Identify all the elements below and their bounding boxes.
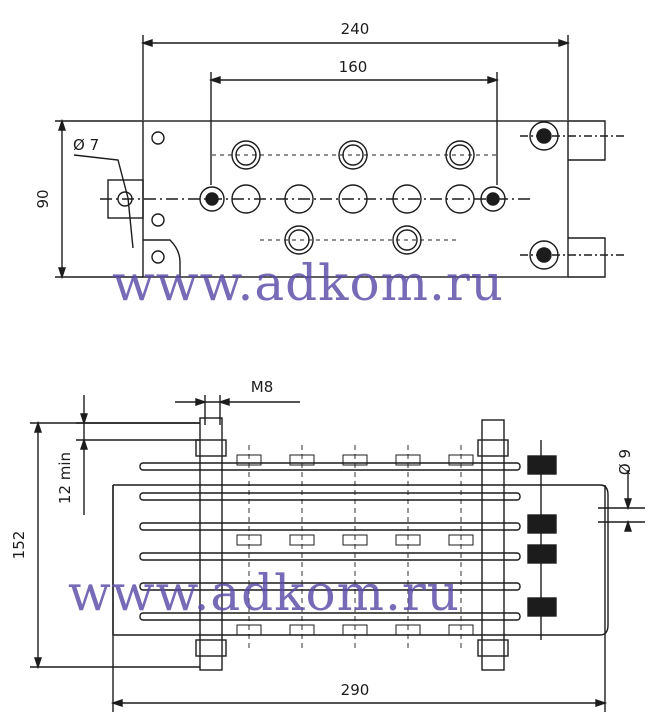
- mount-hole-small-1: [151, 131, 165, 145]
- rod: [139, 522, 521, 531]
- resistor-hole: [284, 184, 314, 214]
- terminal-nut: [527, 455, 557, 475]
- watermark-top: www.adkom.ru: [112, 254, 504, 312]
- dim-d7-leader: [73, 154, 134, 249]
- mount-hole-small-2: [151, 213, 165, 227]
- nut-left-bottom: [195, 639, 227, 657]
- rod: [139, 612, 521, 621]
- top-view: 240 160 90 Ø 7: [34, 20, 625, 280]
- dim-240-label: 240: [341, 20, 370, 38]
- rod: [139, 582, 521, 591]
- resistor-hole: [392, 184, 422, 214]
- watermark-bottom: www.adkom.ru: [68, 564, 460, 622]
- rod: [139, 492, 521, 501]
- terminal-nut: [527, 597, 557, 617]
- resistor-hole: [231, 184, 261, 214]
- side-view: 152 12 min M8 290 Ø 9: [10, 378, 645, 712]
- right-terminal-tab-bottom: [568, 237, 606, 278]
- resistor-hole: [338, 184, 368, 214]
- terminal-stud-left: [199, 186, 225, 212]
- nut-right-bottom: [477, 639, 509, 657]
- resistor-hole: [445, 184, 475, 214]
- dim-90-label: 90: [34, 189, 52, 208]
- dim-12min-label: 12 min: [56, 452, 74, 504]
- rod: [139, 552, 521, 561]
- nut-right-top: [477, 439, 509, 457]
- mount-hole-ear: [117, 191, 133, 207]
- corner-notch: [143, 239, 181, 277]
- dim-d9-label: Ø 9: [616, 449, 634, 475]
- mount-hole-small-3: [151, 250, 165, 264]
- nut-left-top: [195, 439, 227, 457]
- terminal-nut: [527, 544, 557, 564]
- dim-290-label: 290: [341, 681, 370, 699]
- terminal-stud-right: [480, 186, 506, 212]
- dim-m8-label: M8: [251, 378, 274, 396]
- stud-left: [199, 417, 223, 671]
- terminal-nut: [527, 514, 557, 534]
- dim-160-label: 160: [339, 58, 368, 76]
- dim-152-label: 152: [10, 531, 28, 560]
- stud-right: [481, 419, 505, 671]
- bracket: [113, 484, 609, 636]
- right-terminal-tab-top: [568, 120, 606, 161]
- rod: [139, 462, 521, 471]
- dim-d7-label: Ø 7: [73, 136, 99, 154]
